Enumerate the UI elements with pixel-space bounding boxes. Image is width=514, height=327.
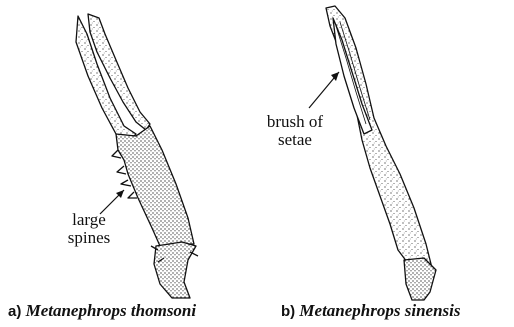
claw-a <box>76 14 198 298</box>
claw-b-carpus <box>404 258 436 300</box>
annotation-line-2: spines <box>54 229 124 247</box>
claw-b <box>309 6 436 300</box>
annotation-line-2: setae <box>252 131 338 149</box>
caption-a-letter: a) <box>8 303 21 320</box>
annotation-line-1: brush of <box>252 113 338 131</box>
caption-a-species: Metanephrops thomsoni <box>26 301 197 320</box>
claw-a-carpus <box>154 242 196 298</box>
annotation-large-spines: large spines <box>54 211 124 247</box>
annotation-line-1: large <box>54 211 124 229</box>
caption-b-species: Metanephrops sinensis <box>299 301 460 320</box>
caption-b-letter: b) <box>281 303 295 320</box>
annotation-brush-of-setae: brush of setae <box>252 113 338 149</box>
caption-a: a) Metanephrops thomsoni <box>8 300 196 323</box>
claw-a-fixed-finger <box>76 16 136 140</box>
caption-b: b) Metanephrops sinensis <box>281 300 461 323</box>
